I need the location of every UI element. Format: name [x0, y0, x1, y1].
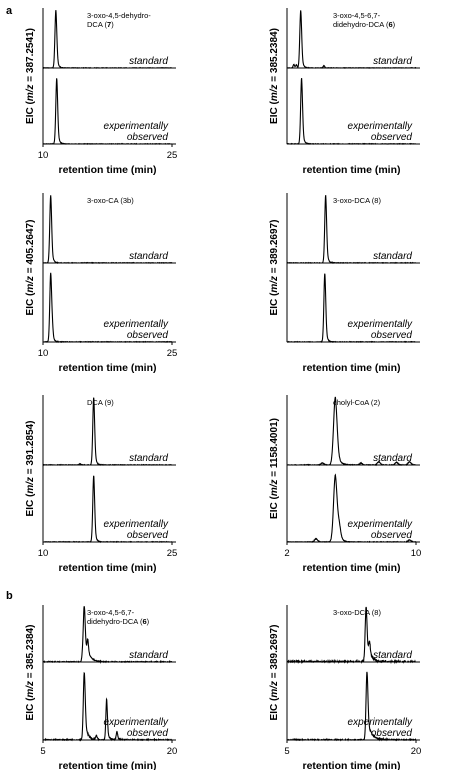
x-axis-label: retention time (min): [58, 362, 156, 374]
x-tick-label: 10: [38, 150, 49, 161]
x-axis-label: retention time (min): [302, 164, 400, 176]
x-tick-label: 20: [167, 746, 178, 757]
experimentally-label: experimentally: [348, 319, 413, 330]
observed-label: observed: [127, 330, 169, 341]
experimentally-label: experimentally: [104, 319, 169, 330]
standard-trace: [286, 396, 417, 467]
y-axis-label: EIC (m/z = 1158.4001): [269, 418, 280, 519]
chromatogram-a-1-0: 3-oxo-CA (3b) standard experimentallyobser…: [25, 193, 177, 374]
x-axis-label: retention time (min): [302, 760, 400, 770]
compound-label-line-1: 3-oxo-4,5-6,7-: [333, 11, 381, 20]
compound-label: DCA (9): [87, 398, 114, 407]
standard-label: standard: [373, 56, 412, 67]
standard-trace: [286, 606, 416, 665]
standard-label: standard: [129, 650, 168, 661]
standard-trace: [42, 10, 173, 69]
observed-label: observed: [371, 728, 413, 739]
experimentally-label: experimentally: [348, 717, 413, 728]
x-tick-label: 25: [167, 348, 178, 359]
chromatogram-a-0-1: 3-oxo-4,5-6,7-didehydro-DCA (6) standard e…: [269, 8, 420, 176]
y-axis-label: EIC (m/z = 391.2854): [25, 421, 36, 517]
panel-label-b: b: [6, 590, 13, 602]
standard-label: standard: [373, 650, 412, 661]
x-axis-label: retention time (min): [58, 164, 156, 176]
compound-label-line-2: DCA (7): [87, 20, 114, 29]
standard-trace: [42, 397, 173, 466]
compound-label: cholyl-CoA (2): [333, 398, 381, 407]
observed-trace: [286, 473, 417, 543]
experimentally-label: experimentally: [348, 519, 413, 530]
observed-trace: [42, 475, 173, 544]
x-tick-label: 20: [411, 746, 422, 757]
observed-trace: [42, 671, 173, 742]
y-axis-label: EIC (m/z = 405.2647): [25, 220, 36, 316]
x-tick-label: 25: [167, 548, 178, 559]
compound-label: 3-oxo-DCA (8): [333, 608, 381, 617]
x-tick-label: 25: [167, 150, 178, 161]
x-tick-label: 10: [411, 548, 422, 559]
x-axis-label: retention time (min): [302, 362, 400, 374]
x-axis-label: retention time (min): [58, 562, 156, 574]
compound-label-line-1: 3-oxo-4,5-6,7-: [87, 608, 135, 617]
observed-label: observed: [127, 728, 169, 739]
x-tick-label: 10: [38, 548, 49, 559]
y-axis-label: EIC (m/z = 385.2384): [25, 625, 36, 721]
y-axis-label: EIC (m/z = 385.2384): [269, 28, 280, 124]
compound-label-line-1: 3-oxo-4,5-dehydro-: [87, 11, 151, 20]
standard-label: standard: [129, 251, 168, 262]
observed-trace: [42, 272, 173, 344]
observed-trace: [286, 671, 417, 742]
standard-label: standard: [129, 453, 168, 464]
y-axis-label: EIC (m/z = 389.2697): [269, 625, 280, 721]
experimentally-label: experimentally: [348, 121, 413, 132]
experimentally-label: experimentally: [104, 519, 169, 530]
observed-trace: [286, 273, 417, 344]
panel-label-a: a: [6, 5, 13, 17]
chromatogram-b-0-0: 3-oxo-4,5-6,7-didehydro-DCA (6) standard e…: [25, 605, 177, 770]
observed-trace: [42, 78, 173, 145]
x-tick-label: 10: [38, 348, 49, 359]
chromatogram-a-1-1: 3-oxo-DCA (8) standard experimentallyobser…: [269, 193, 420, 374]
x-axis-label: retention time (min): [58, 760, 156, 770]
standard-trace: [42, 606, 173, 665]
compound-label: 3-oxo-CA (3b): [87, 196, 134, 205]
y-axis-label: EIC (m/z = 387.2541): [25, 28, 36, 124]
standard-label: standard: [373, 251, 412, 262]
standard-trace: [42, 195, 173, 264]
chromatogram-a-2-1: cholyl-CoA (2) standard experimentallyobse…: [269, 395, 421, 574]
x-tick-label: 5: [284, 746, 289, 757]
standard-trace: [286, 10, 417, 69]
y-axis-label: EIC (m/z = 389.2697): [269, 220, 280, 316]
standard-label: standard: [129, 56, 168, 67]
standard-trace: [286, 195, 417, 265]
observed-label: observed: [371, 530, 413, 541]
compound-label-line-2: didehydro-DCA (6): [87, 617, 150, 626]
x-axis-label: retention time (min): [302, 562, 400, 574]
experimentally-label: experimentally: [104, 717, 169, 728]
standard-label: standard: [373, 453, 412, 464]
x-tick-label: 5: [40, 746, 45, 757]
compound-label-line-2: didehydro-DCA (6): [333, 20, 396, 29]
x-tick-label: 2: [284, 548, 289, 559]
experimentally-label: experimentally: [104, 121, 169, 132]
observed-label: observed: [371, 330, 413, 341]
compound-label: 3-oxo-DCA (8): [333, 196, 381, 205]
observed-label: observed: [127, 132, 169, 143]
chromatogram-a-0-0: 3-oxo-4,5-dehydro-DCA (7) standard experim…: [25, 8, 177, 176]
observed-trace: [286, 78, 417, 145]
observed-label: observed: [127, 530, 169, 541]
observed-label: observed: [371, 132, 413, 143]
chromatogram-b-0-1: 3-oxo-DCA (8) standard experimentallyobser…: [269, 605, 421, 770]
